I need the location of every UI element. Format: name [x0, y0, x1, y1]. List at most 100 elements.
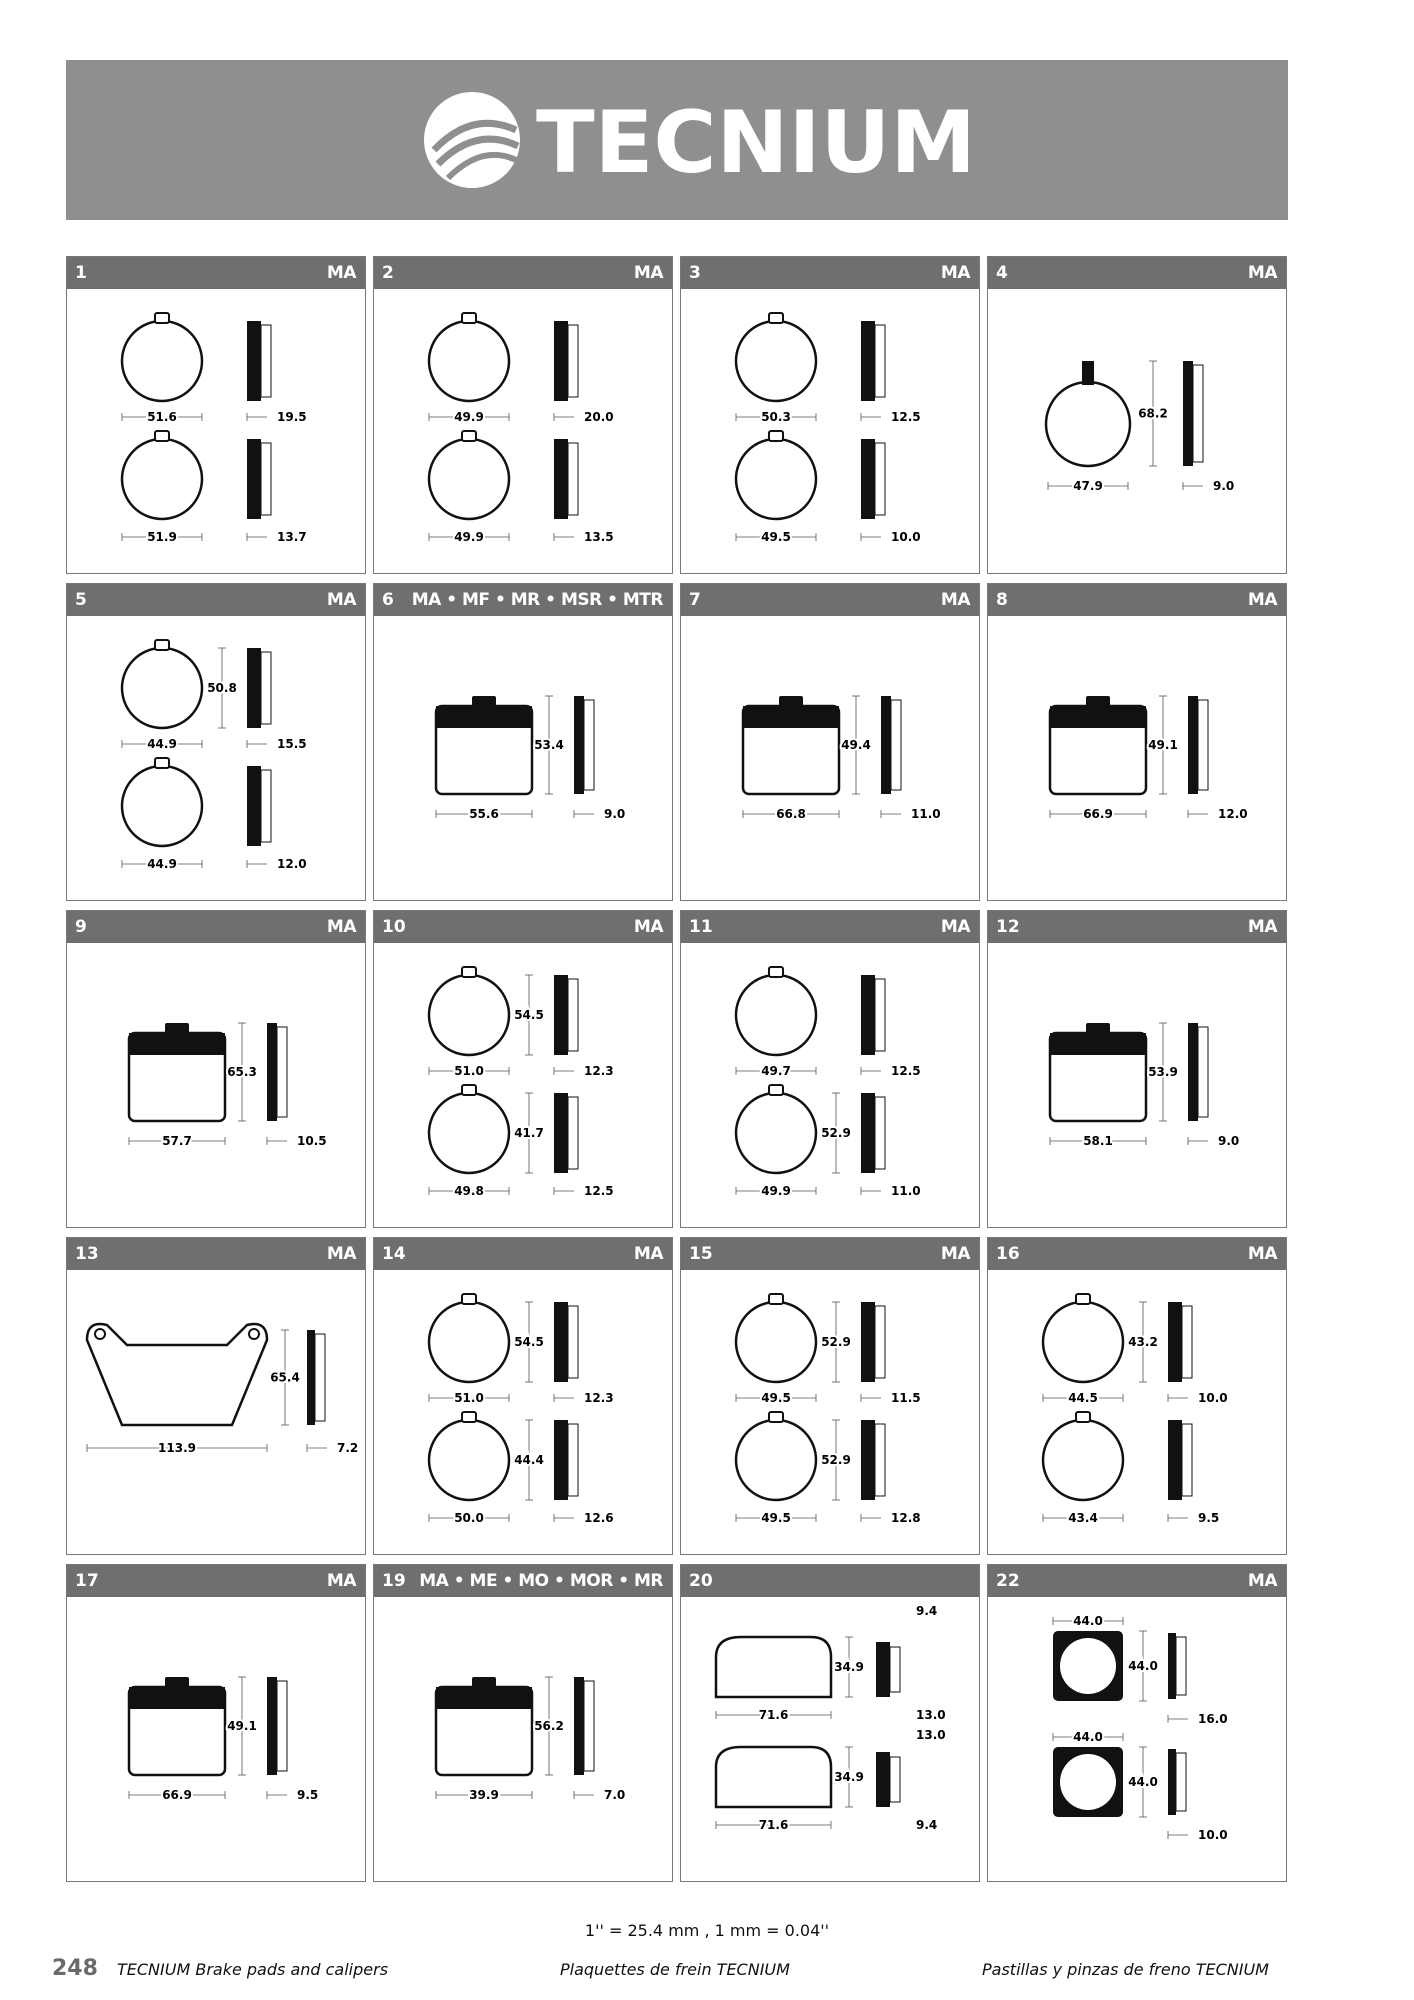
- thickness-2: 12.8: [891, 1511, 921, 1525]
- compound-codes: MA: [326, 917, 357, 937]
- pad-side-view: [246, 766, 272, 868]
- width-1-dimension: [735, 413, 817, 421]
- round-pad-shape: [120, 430, 204, 521]
- height-1-dimension: [218, 647, 226, 729]
- width-dimension: [86, 1444, 268, 1452]
- product-number: 1: [75, 263, 87, 283]
- product-number: 5: [75, 590, 87, 610]
- height: 53.4: [534, 738, 564, 752]
- pad-side-view: [1167, 1749, 1188, 1839]
- height-dimension: [238, 1022, 246, 1122]
- page-footer: 248 TECNIUM Brake pads and calipers Plaq…: [0, 1956, 1414, 1986]
- round-pad-shape: [427, 1293, 511, 1384]
- product-number: 13: [75, 1244, 99, 1264]
- width: 39.9: [469, 1788, 499, 1802]
- round-pad-shape: [427, 1411, 511, 1502]
- round-pad-shape: [120, 639, 204, 730]
- square-pad-shape: [1053, 1747, 1123, 1817]
- thickness-2: 12.0: [277, 857, 307, 871]
- width-1-dimension: [428, 1067, 510, 1075]
- thickness: 9.0: [1218, 1134, 1239, 1148]
- height-2-dimension: [525, 1419, 533, 1501]
- round-pad-shape: [734, 1411, 818, 1502]
- thickness: 9.0: [604, 807, 625, 821]
- width-2: 49.5: [761, 1511, 791, 1525]
- width-2-dimension: [121, 860, 203, 868]
- pad-side-view: [1182, 361, 1204, 490]
- top-width-2: 44.0: [1073, 1730, 1103, 1744]
- pad-side-view: [1167, 1420, 1193, 1522]
- product-number: 14: [382, 1244, 406, 1264]
- height-2-dimension: [845, 1746, 853, 1808]
- round-pad-shape: [120, 312, 204, 403]
- width-dimension: [1049, 810, 1147, 818]
- height: 65.3: [227, 1065, 257, 1079]
- width-2-dimension: [715, 1821, 832, 1829]
- thickness-2: 13.5: [584, 530, 614, 544]
- round-pad-shape: [427, 312, 511, 403]
- height-1-dimension: [525, 974, 533, 1056]
- rectangular-pad-shape: [741, 696, 841, 796]
- brand-name: TECNIUM: [536, 93, 976, 193]
- height-dimension: [545, 695, 553, 795]
- pad-side-view: [553, 1093, 579, 1195]
- height-dimension: [1159, 1022, 1167, 1122]
- height-1: 43.2: [1128, 1335, 1158, 1349]
- height-dimension: [238, 1676, 246, 1776]
- round-pad-shape: [1044, 380, 1132, 468]
- width: 47.9: [1073, 479, 1103, 493]
- width-dimension: [1049, 1137, 1147, 1145]
- pad-tab: [1082, 361, 1094, 385]
- width-2: 49.9: [761, 1184, 791, 1198]
- compound-codes: MA: [1247, 917, 1278, 937]
- width-1: 49.5: [761, 1391, 791, 1405]
- pad-side-view: [246, 321, 272, 421]
- width-1-dimension: [735, 1067, 817, 1075]
- width-dimension: [128, 1137, 226, 1145]
- height-2-dimension: [1139, 1746, 1147, 1818]
- height-2: 44.4: [514, 1453, 544, 1467]
- width-2-dimension: [428, 1514, 510, 1522]
- width-1-dimension: [121, 413, 203, 421]
- pad-side-view: [860, 321, 886, 421]
- width-dimension: [742, 810, 840, 818]
- width-2-dimension: [735, 1514, 817, 1522]
- compound-codes: MA: [633, 263, 664, 283]
- pad-diagram: 44.044.016.044.044.010.0: [1052, 1612, 1228, 1842]
- height-1-dimension: [832, 1301, 840, 1383]
- height-dimension: [545, 1676, 553, 1776]
- footer-french: Plaquettes de frein TECNIUM: [560, 1960, 790, 1979]
- height-dimension: [281, 1329, 289, 1426]
- width-1: 51.0: [454, 1391, 484, 1405]
- pad-side-view: [880, 696, 902, 818]
- pad-side-view: [306, 1330, 327, 1452]
- compound-codes: MA: [940, 263, 971, 283]
- width-dimension: [435, 1791, 533, 1799]
- height-1-dimension: [1139, 1630, 1147, 1702]
- width-dimension: [128, 1791, 226, 1799]
- width: 66.9: [162, 1788, 192, 1802]
- thickness-1: 12.3: [584, 1064, 614, 1078]
- height-2: 44.0: [1128, 1775, 1158, 1789]
- width-2-dimension: [428, 1187, 510, 1195]
- logo-mark: [424, 92, 520, 188]
- pad-side-view: [573, 696, 595, 818]
